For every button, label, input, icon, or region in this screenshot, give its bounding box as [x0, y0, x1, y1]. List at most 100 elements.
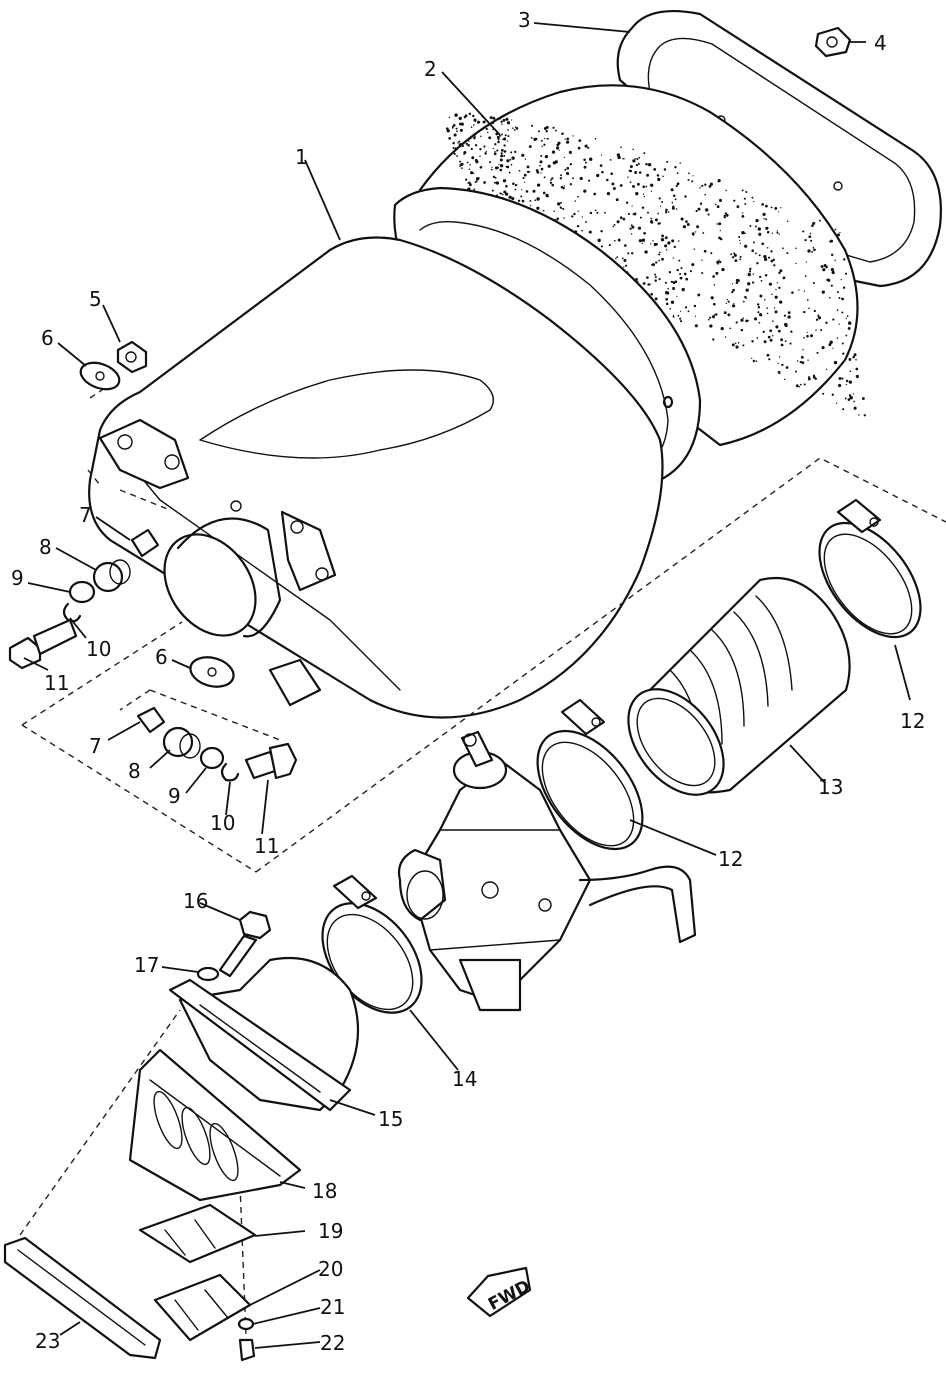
foam-speck — [546, 137, 549, 140]
foam-speck — [830, 268, 835, 272]
foam-speck — [679, 272, 682, 276]
leader-lines — [23, 22, 911, 1349]
foam-speck — [522, 177, 525, 180]
foam-speck — [855, 374, 860, 379]
foam-speck — [448, 137, 452, 140]
foam-speck — [535, 169, 539, 172]
foam-speck — [858, 414, 860, 416]
foam-speck — [613, 223, 616, 226]
foam-speck — [695, 209, 698, 213]
foam-speck — [759, 294, 763, 298]
foam-speck — [473, 188, 476, 191]
foam-speck — [802, 230, 805, 233]
foam-speck — [733, 199, 736, 202]
foam-speck — [606, 191, 611, 196]
foam-speck — [539, 164, 541, 167]
foam-speck — [503, 150, 507, 153]
foam-speck — [737, 342, 740, 344]
callout-4: 4 — [874, 31, 887, 55]
foam-speck — [778, 356, 781, 358]
foam-speck — [810, 239, 813, 242]
foam-speck — [709, 316, 712, 319]
foam-speck — [795, 370, 797, 373]
foam-speck — [583, 165, 587, 169]
foam-speck — [692, 175, 694, 177]
washer-part-6-upper — [79, 361, 121, 391]
foam-speck — [757, 227, 761, 231]
foam-speck — [749, 225, 752, 227]
foam-speck — [729, 327, 732, 330]
foam-speck — [848, 394, 852, 397]
foam-speck — [808, 235, 812, 239]
foam-speck — [561, 132, 564, 135]
foam-speck — [539, 161, 542, 164]
foam-speck — [553, 210, 555, 213]
foam-speck — [491, 121, 495, 125]
foam-speck — [468, 112, 472, 116]
foam-speck — [501, 133, 503, 136]
foam-speck — [691, 232, 695, 236]
foam-speck — [573, 212, 576, 216]
foam-speck — [687, 310, 690, 313]
foam-speck — [470, 126, 473, 128]
foam-speck — [531, 124, 534, 127]
callout-7-lower: 7 — [89, 734, 102, 758]
foam-speck — [474, 181, 477, 183]
foam-speck — [616, 220, 620, 224]
foam-speck — [725, 189, 727, 192]
foam-speck — [739, 255, 742, 258]
foam-speck — [663, 168, 667, 171]
foam-speck — [727, 300, 730, 303]
foam-speck — [615, 198, 619, 202]
foam-speck — [831, 393, 834, 396]
foam-speck — [545, 125, 549, 129]
foam-speck — [674, 166, 677, 169]
foam-speck — [804, 275, 807, 277]
foam-speck — [731, 256, 735, 259]
foam-speck — [697, 294, 700, 297]
air-box-cover — [616, 10, 942, 288]
callout-23: 23 — [35, 1329, 60, 1353]
foam-speck — [742, 317, 744, 319]
foam-speck — [675, 184, 678, 188]
foam-speck — [672, 314, 675, 316]
foam-speck — [633, 212, 637, 216]
foam-speck — [498, 163, 500, 166]
foam-speck — [643, 152, 646, 155]
foam-speck — [776, 231, 779, 234]
intake-manifold — [168, 956, 360, 1112]
callout-6-lower: 6 — [155, 645, 168, 669]
foam-speck — [560, 201, 562, 204]
foam-speck — [798, 289, 800, 291]
foam-speck — [702, 232, 705, 234]
foam-speck — [513, 129, 516, 131]
callout-15: 15 — [378, 1107, 403, 1131]
foam-speck — [676, 172, 679, 175]
foam-speck — [810, 334, 813, 338]
foam-speck — [755, 360, 758, 362]
foam-speck — [571, 215, 574, 218]
foam-speck — [550, 178, 552, 181]
callout-19: 19 — [318, 1219, 343, 1243]
foam-speck — [811, 224, 814, 227]
foam-speck — [458, 122, 462, 126]
foam-speck — [642, 185, 645, 189]
foam-speck — [506, 165, 510, 169]
foam-speck — [735, 345, 739, 349]
foam-speck — [833, 360, 838, 365]
foam-speck — [764, 299, 766, 301]
foam-speck — [840, 278, 843, 281]
foam-speck — [577, 195, 579, 198]
foam-speck — [622, 217, 626, 221]
foam-speck — [717, 180, 720, 183]
callout-22: 22 — [320, 1331, 345, 1355]
foam-speck — [842, 352, 845, 355]
foam-speck — [825, 266, 828, 269]
foam-speck — [822, 392, 825, 395]
foam-speck — [459, 163, 463, 167]
foam-speck — [499, 168, 503, 172]
foam-speck — [845, 379, 849, 383]
foam-speck — [492, 147, 495, 150]
foam-speck — [735, 278, 739, 282]
foam-speck — [600, 154, 603, 156]
